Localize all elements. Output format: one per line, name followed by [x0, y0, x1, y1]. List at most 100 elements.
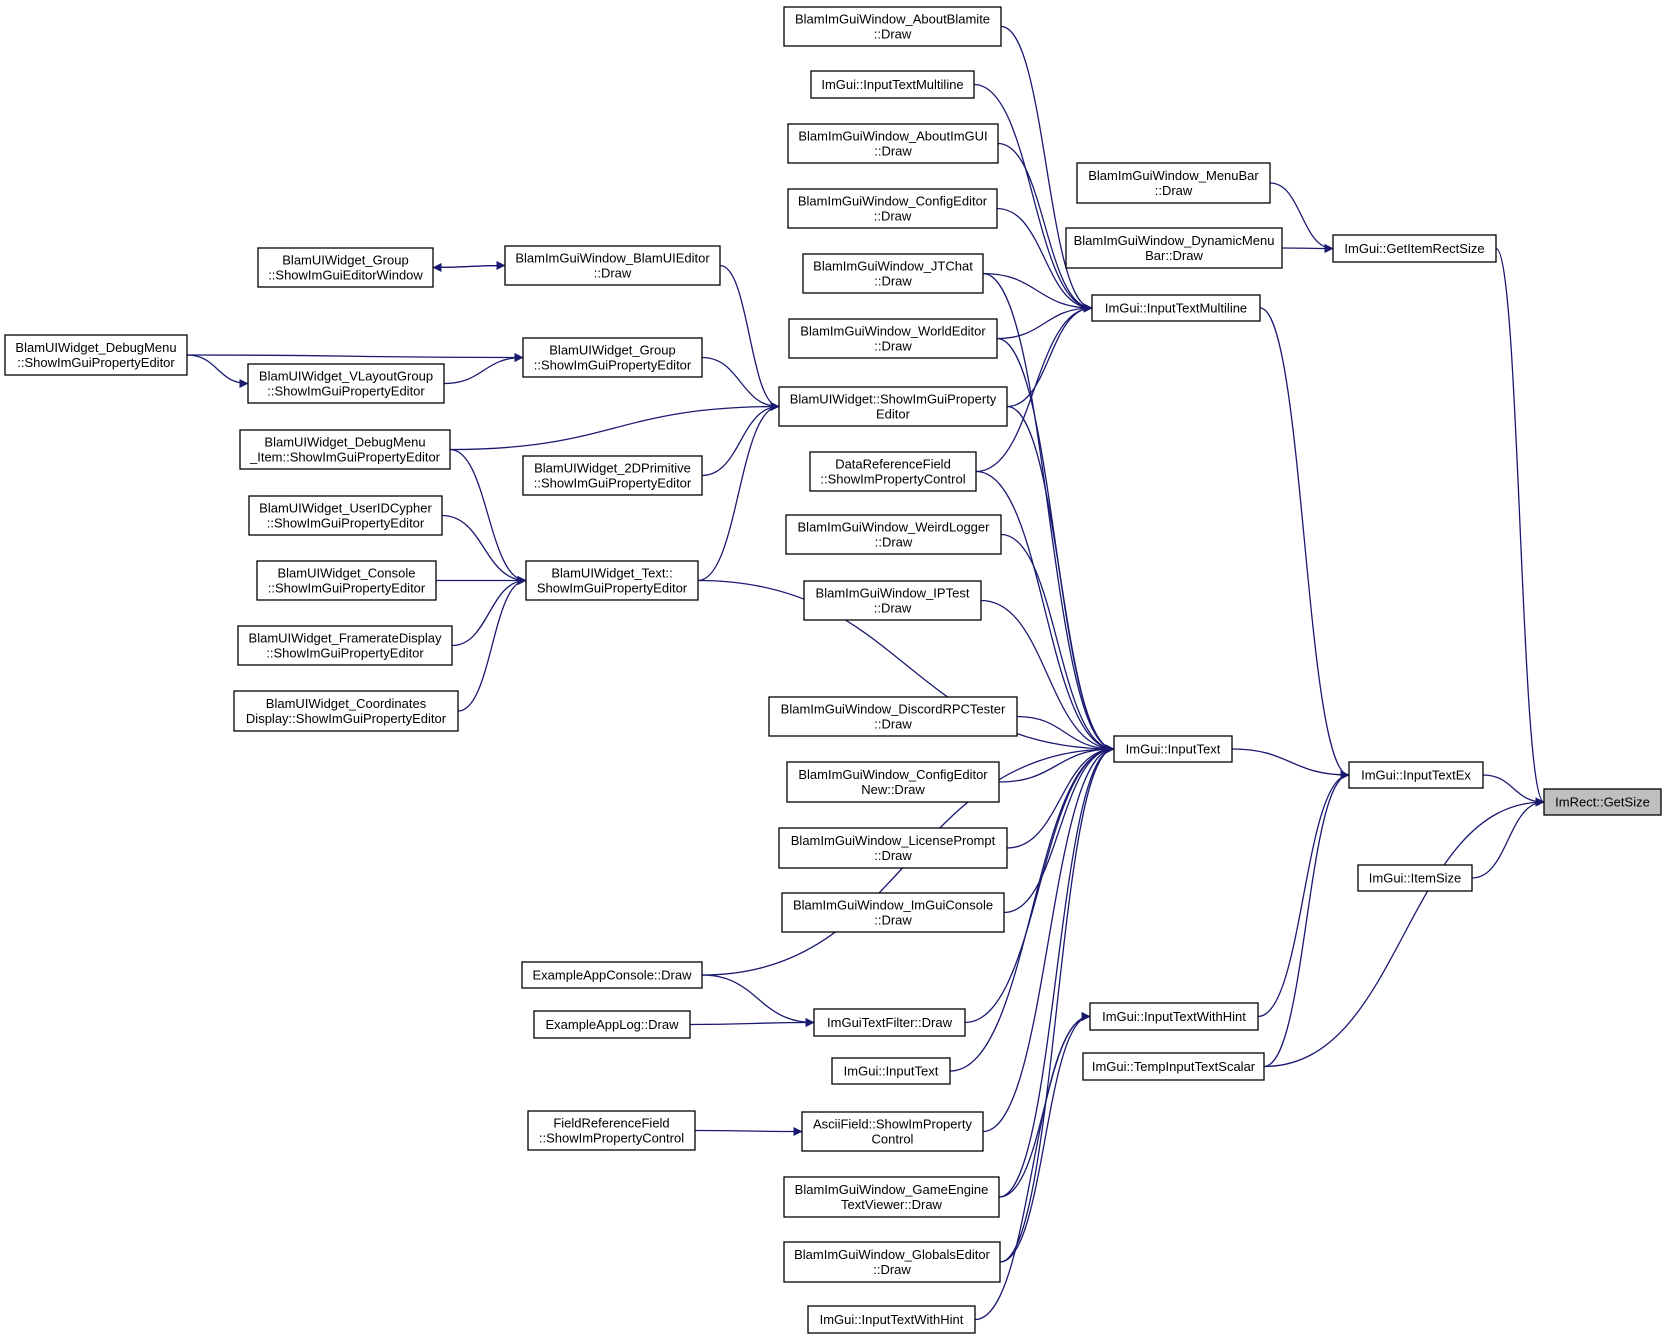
- node-box: [802, 253, 984, 294]
- node-textprop[interactable]: BlamUIWidget_Text::ShowImGuiPropertyEdit…: [525, 560, 699, 601]
- edge-textprop-to-showprop: [697, 402, 780, 582]
- node-exlog[interactable]: ExampleAppLog::Draw: [533, 1010, 691, 1039]
- node-debugmenuitem[interactable]: BlamUIWidget_DebugMenu_Item::ShowImGuiPr…: [239, 429, 451, 470]
- edge-textprop-to-inputtext_mid: [697, 579, 1115, 754]
- edge-datareffield-to-inputtext_mid: [975, 470, 1115, 754]
- node-label: ::Draw: [874, 339, 912, 354]
- node-framerate[interactable]: BlamUIWidget_FramerateDisplay::ShowImGui…: [237, 625, 453, 666]
- node-fieldref[interactable]: FieldReferenceField::ShowImPropertyContr…: [527, 1110, 696, 1151]
- node-aboutimgui[interactable]: BlamImGuiWindow_AboutImGUI::Draw: [787, 123, 999, 164]
- node-box: [803, 580, 982, 621]
- edge-itemsize-to-getsize: [1471, 797, 1545, 879]
- node-label: _Item::ShowImGuiPropertyEditor: [249, 450, 441, 465]
- node-label: ::Draw: [874, 913, 912, 928]
- edge-weirdlogger-to-inputtext_mid: [1000, 533, 1115, 754]
- node-jtchat[interactable]: BlamImGuiWindow_JTChat::Draw: [802, 253, 984, 294]
- node-aboutblamite[interactable]: BlamImGuiWindow_AboutBlamite::Draw: [783, 6, 1002, 47]
- node-itm_left[interactable]: ImGui::InputTextMultiline: [810, 70, 975, 99]
- node-configeditor[interactable]: BlamImGuiWindow_ConfigEditor::Draw: [787, 188, 998, 229]
- node-worldeditor[interactable]: BlamImGuiWindow_WorldEditor::Draw: [788, 318, 998, 359]
- node-label: BlamImGuiWindow_DiscordRPCTester: [781, 702, 1006, 717]
- node-weirdlogger[interactable]: BlamImGuiWindow_WeirdLogger::Draw: [785, 514, 1002, 555]
- edge-menubar-to-getitemrectsize: [1269, 182, 1334, 253]
- node-label: ImGui::InputTextMultiline: [1105, 301, 1247, 316]
- node-textfilter[interactable]: ImGuiTextFilter::Draw: [813, 1008, 966, 1037]
- node-label: ::Draw: [594, 266, 632, 281]
- node-box: [1076, 162, 1271, 204]
- node-box: [810, 70, 975, 99]
- node-label: BlamUIWidget_2DPrimitive: [534, 461, 691, 476]
- node-box: [239, 429, 451, 470]
- node-vlayout[interactable]: BlamUIWidget_VLayoutGroup::ShowImGuiProp…: [247, 363, 445, 404]
- node-gameengine[interactable]: BlamImGuiWindow_GameEngineTextViewer::Dr…: [783, 1176, 1000, 1218]
- node-box: [1357, 864, 1473, 892]
- edge-debugmenuitem-to-textprop: [449, 448, 527, 585]
- node-box: [788, 318, 998, 359]
- node-label: ::Draw: [875, 535, 913, 550]
- node-label: ::ShowImGuiPropertyEditor: [534, 476, 692, 491]
- node-blamuieditor[interactable]: BlamImGuiWindow_BlamUIEditor::Draw: [504, 245, 721, 286]
- node-inputtextex[interactable]: ImGui::InputTextEx: [1348, 761, 1484, 789]
- node-box: [807, 1305, 976, 1334]
- node-label: BlamUIWidget::ShowImGuiProperty: [790, 392, 997, 407]
- node-groupeditorwin[interactable]: BlamUIWidget_Group::ShowImGuiEditorWindo…: [257, 247, 434, 288]
- node-label: ImGui::InputTextWithHint: [1102, 1009, 1246, 1024]
- node-iptest[interactable]: BlamImGuiWindow_IPTest::Draw: [803, 580, 982, 621]
- node-box: [525, 560, 699, 601]
- node-label: New::Draw: [861, 782, 925, 797]
- node-globalseditor[interactable]: BlamImGuiWindow_GlobalsEditor::Draw: [783, 1241, 1001, 1283]
- node-prim2d[interactable]: BlamUIWidget_2DPrimitive::ShowImGuiPrope…: [522, 455, 703, 496]
- edge-configeditor-to-itm_right: [996, 207, 1093, 313]
- node-label: ImGui::InputTextEx: [1361, 768, 1471, 783]
- node-debugmenu[interactable]: BlamUIWidget_DebugMenu::ShowImGuiPropert…: [4, 334, 188, 376]
- edge-itwh_right-to-inputtextex: [1257, 770, 1350, 1018]
- node-licenseprompt[interactable]: BlamImGuiWindow_LicensePrompt::Draw: [778, 827, 1008, 869]
- node-discordrpc[interactable]: BlamImGuiWindow_DiscordRPCTester::Draw: [768, 696, 1018, 737]
- node-label: ::Draw: [873, 1262, 911, 1277]
- node-inputtext_mid[interactable]: ImGui::InputText: [1113, 735, 1233, 763]
- node-imguiconsole[interactable]: BlamImGuiWindow_ImGuiConsole::Draw: [781, 892, 1005, 933]
- node-groupprop[interactable]: BlamUIWidget_Group::ShowImGuiPropertyEdi…: [522, 337, 703, 378]
- node-label: ImGui::GetItemRectSize: [1344, 241, 1484, 256]
- node-inputtext_left[interactable]: ImGui::InputText: [831, 1057, 951, 1085]
- edge-framerate-to-textprop: [451, 576, 527, 647]
- node-box: [783, 6, 1002, 47]
- edge-aboutimgui-to-itm_right: [997, 142, 1093, 313]
- node-label: Control: [872, 1132, 914, 1147]
- node-label: ImGui::InputTextMultiline: [821, 77, 963, 92]
- node-box: [1348, 761, 1484, 789]
- node-datareffield[interactable]: DataReferenceField::ShowImPropertyContro…: [809, 451, 977, 492]
- node-label: ShowImGuiPropertyEditor: [537, 581, 688, 596]
- node-asciifield[interactable]: AsciiField::ShowImPropertyControl: [801, 1111, 984, 1152]
- node-itm_right[interactable]: ImGui::InputTextMultiline: [1091, 294, 1261, 322]
- node-showprop[interactable]: BlamUIWidget::ShowImGuiPropertyEditor: [778, 386, 1008, 427]
- node-label: ::Draw: [874, 209, 912, 224]
- node-label: BlamImGuiWindow_IPTest: [816, 586, 970, 601]
- node-box: [809, 451, 977, 492]
- node-label: BlamUIWidget_DebugMenu: [15, 340, 176, 355]
- node-label: BlamImGuiWindow_JTChat: [813, 259, 973, 274]
- edge-licenseprompt-to-inputtext_mid: [1006, 744, 1115, 849]
- node-label: ::ShowImGuiPropertyEditor: [17, 355, 175, 370]
- node-tempscalar[interactable]: ImGui::TempInputTextScalar: [1082, 1052, 1265, 1081]
- node-box: [522, 455, 703, 496]
- node-menubar[interactable]: BlamImGuiWindow_MenuBar::Draw: [1076, 162, 1271, 204]
- node-label: ::ShowImPropertyControl: [820, 472, 965, 487]
- node-label: BlamImGuiWindow_MenuBar: [1088, 168, 1259, 183]
- edges-layer: [186, 25, 1545, 1321]
- node-label: ImGuiTextFilter::Draw: [827, 1015, 953, 1030]
- node-console[interactable]: BlamUIWidget_Console::ShowImGuiPropertyE…: [256, 560, 437, 601]
- node-itwh_left[interactable]: ImGui::InputTextWithHint: [807, 1305, 976, 1334]
- node-useridcypher[interactable]: BlamUIWidget_UserIDCypher::ShowImGuiProp…: [248, 495, 443, 536]
- node-getitemrectsize[interactable]: ImGui::GetItemRectSize: [1332, 234, 1497, 263]
- node-coords[interactable]: BlamUIWidget_CoordinatesDisplay::ShowImG…: [233, 690, 459, 732]
- node-itwh_right[interactable]: ImGui::InputTextWithHint: [1089, 1002, 1259, 1031]
- node-exconsole[interactable]: ExampleAppConsole::Draw: [521, 961, 703, 989]
- node-getsize[interactable]: ImRect::GetSize: [1543, 788, 1662, 816]
- node-itemsize[interactable]: ImGui::ItemSize: [1357, 864, 1473, 892]
- edge-showprop-to-inputtext_mid: [1006, 405, 1115, 754]
- node-label: ::Draw: [874, 274, 912, 289]
- edge-inputtext_left-to-inputtext_mid: [949, 744, 1115, 1072]
